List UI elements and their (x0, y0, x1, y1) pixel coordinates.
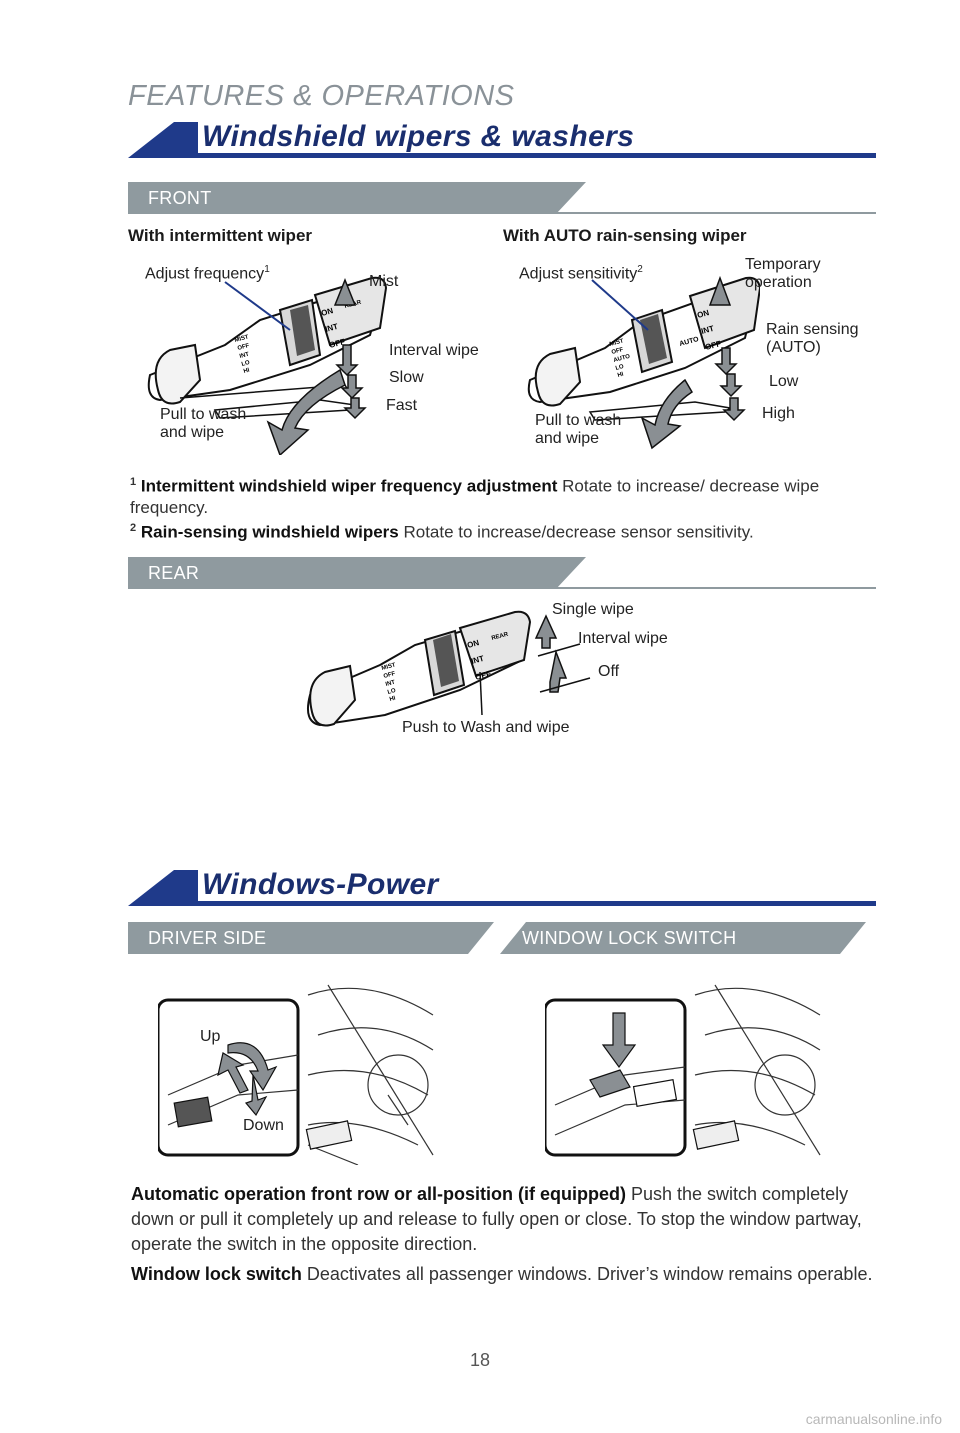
rear-stalk-label-hi: HI (389, 695, 397, 702)
push-wash-label: Push to Wash and wipe (402, 719, 570, 736)
stalk-label-mist: MIST (234, 334, 250, 344)
interval-wipe-label: Interval wipe (389, 342, 479, 359)
intermittent-wiper-illustration: MIST OFF INT LO HI ON INT OFF REAR (147, 276, 388, 455)
window-lock-illustration (545, 984, 821, 1157)
high-arrow-icon (722, 397, 746, 422)
auto-stalk-label-hi: HI (617, 371, 625, 378)
pull-arrow-icon (266, 368, 346, 455)
footnote-1: 1 Intermittent windshield wiper frequenc… (130, 476, 820, 517)
single-wipe-label: Single wipe (552, 601, 634, 618)
rear-stalk-label-off2: OFF (474, 669, 492, 682)
up-label: Up (200, 1028, 221, 1045)
stalk-label-off: OFF (237, 343, 250, 352)
temporary-arrow-icon (708, 275, 732, 306)
rear-stalk-label-int2: INT (470, 654, 485, 666)
adjust-frequency-label: Adjust frequency1 (145, 264, 270, 283)
adjust-frequency-pointer (224, 281, 291, 331)
rear-stalk-label-off: OFF (383, 671, 396, 680)
rain-sensing-label: Rain sensing(AUTO) (766, 321, 859, 356)
adjust-sensitivity-pointer (591, 279, 649, 331)
lock-switch-icon (589, 1069, 631, 1098)
auto-stalk-label-mist: MIST (609, 338, 625, 348)
driver-side-band: DRIVER SIDE (128, 922, 498, 954)
down-arrow-icon (217, 1052, 249, 1094)
low-label: Low (769, 373, 799, 390)
single-wipe-arrow-icon (534, 614, 558, 649)
windows-title: Windows-Power (202, 868, 439, 901)
up-arrow-icon (227, 1042, 278, 1092)
mist-label: Mist (369, 273, 399, 290)
wipers-title: Windshield wipers & washers (202, 120, 635, 153)
stalk-label-off2: OFF (328, 337, 346, 350)
rear-stalk-label-int: INT (385, 680, 396, 688)
rear-label: REAR (148, 563, 200, 583)
slow-arrow-icon (340, 374, 364, 400)
section-title: FEATURES & OPERATIONS (128, 80, 515, 112)
stalk-label-int2: INT (324, 322, 339, 334)
auto-stalk-label-on: ON (696, 308, 710, 320)
footnote-2: 2 Rain-sensing windshield wipers Rotate … (130, 521, 754, 542)
front-band: FRONT (128, 182, 876, 214)
slow-label: Slow (389, 369, 424, 386)
watermark: carmanualsonline.info (805, 1411, 942, 1427)
fast-label: Fast (386, 397, 418, 414)
stalk-label-lo: LO (241, 360, 251, 368)
windows-title-band: Windows-Power (128, 868, 876, 906)
wipers-title-band: Windshield wipers & washers (128, 120, 876, 158)
stalk-label-int: INT (239, 352, 250, 360)
driver-side-label: DRIVER SIDE (148, 928, 267, 948)
rain-arrow-icon (714, 347, 738, 376)
rear-stalk-label-on: ON (466, 638, 480, 650)
driver-window-illustration (158, 984, 434, 1165)
window-lock-band: WINDOW LOCK SWITCH (500, 922, 866, 954)
auto-wiper-illustration: MIST OFF AUTO LO HI AUTO ON INT OFF (527, 275, 760, 450)
rear-wiper-illustration: MIST OFF INT LO HI ON INT OFF REAR (307, 610, 591, 727)
down-arrow-icon-2 (244, 1074, 268, 1117)
auto-pull-arrow-icon (640, 378, 694, 450)
press-arrow-icon (601, 1012, 637, 1069)
interval-arrow-icon (335, 344, 359, 377)
rear-stalk-mode-labels: MIST OFF INT LO HI ON INT OFF REAR (381, 632, 510, 703)
fast-arrow-icon (343, 397, 367, 420)
driver-switch-icon (173, 1096, 213, 1128)
rear-stalk-label-rear: REAR (491, 632, 510, 642)
front-label: FRONT (148, 188, 212, 208)
auto-stalk-label-int: INT (700, 324, 715, 336)
auto-heading: With AUTO rain-sensing wiper (503, 226, 747, 245)
stalk-mode-labels: MIST OFF INT LO HI ON INT OFF REAR (234, 300, 363, 375)
low-arrow-icon (719, 373, 743, 398)
window-lock-label: WINDOW LOCK SWITCH (522, 928, 737, 948)
interval-rear-arrow-icon (549, 649, 568, 693)
push-pointer (479, 671, 483, 716)
auto-stalk-label-off2: OFF (704, 339, 722, 352)
high-label: High (762, 405, 795, 422)
rear-interval-label: Interval wipe (578, 630, 668, 647)
auto-stalk-label-auto: AUTO (613, 354, 631, 364)
auto-stalk-mode-labels: MIST OFF AUTO LO HI AUTO ON INT OFF (609, 308, 722, 379)
rear-stalk-label-lo: LO (387, 688, 397, 696)
mist-arrow-icon (333, 277, 357, 306)
stalk-label-hi: HI (243, 367, 251, 374)
footnotes: 1 Intermittent windshield wiper frequenc… (130, 472, 870, 542)
page-number: 18 (469, 1350, 491, 1370)
rear-off-label: Off (598, 663, 620, 680)
rear-band: REAR (128, 557, 876, 589)
adjust-sensitivity-label: Adjust sensitivity2 (519, 264, 643, 283)
auto-stalk-label-lo: LO (615, 364, 625, 372)
down-label: Down (243, 1117, 284, 1134)
stalk-label-on: ON (320, 306, 334, 318)
window-lock-paragraph: Window lock switch Deactivates all passe… (131, 1264, 873, 1284)
rear-stalk-label-mist: MIST (381, 662, 397, 672)
auto-operation-paragraph: Automatic operation front row or all-pos… (131, 1184, 862, 1254)
auto-stalk-label-off: OFF (611, 347, 624, 356)
intermittent-heading: With intermittent wiper (128, 226, 313, 245)
